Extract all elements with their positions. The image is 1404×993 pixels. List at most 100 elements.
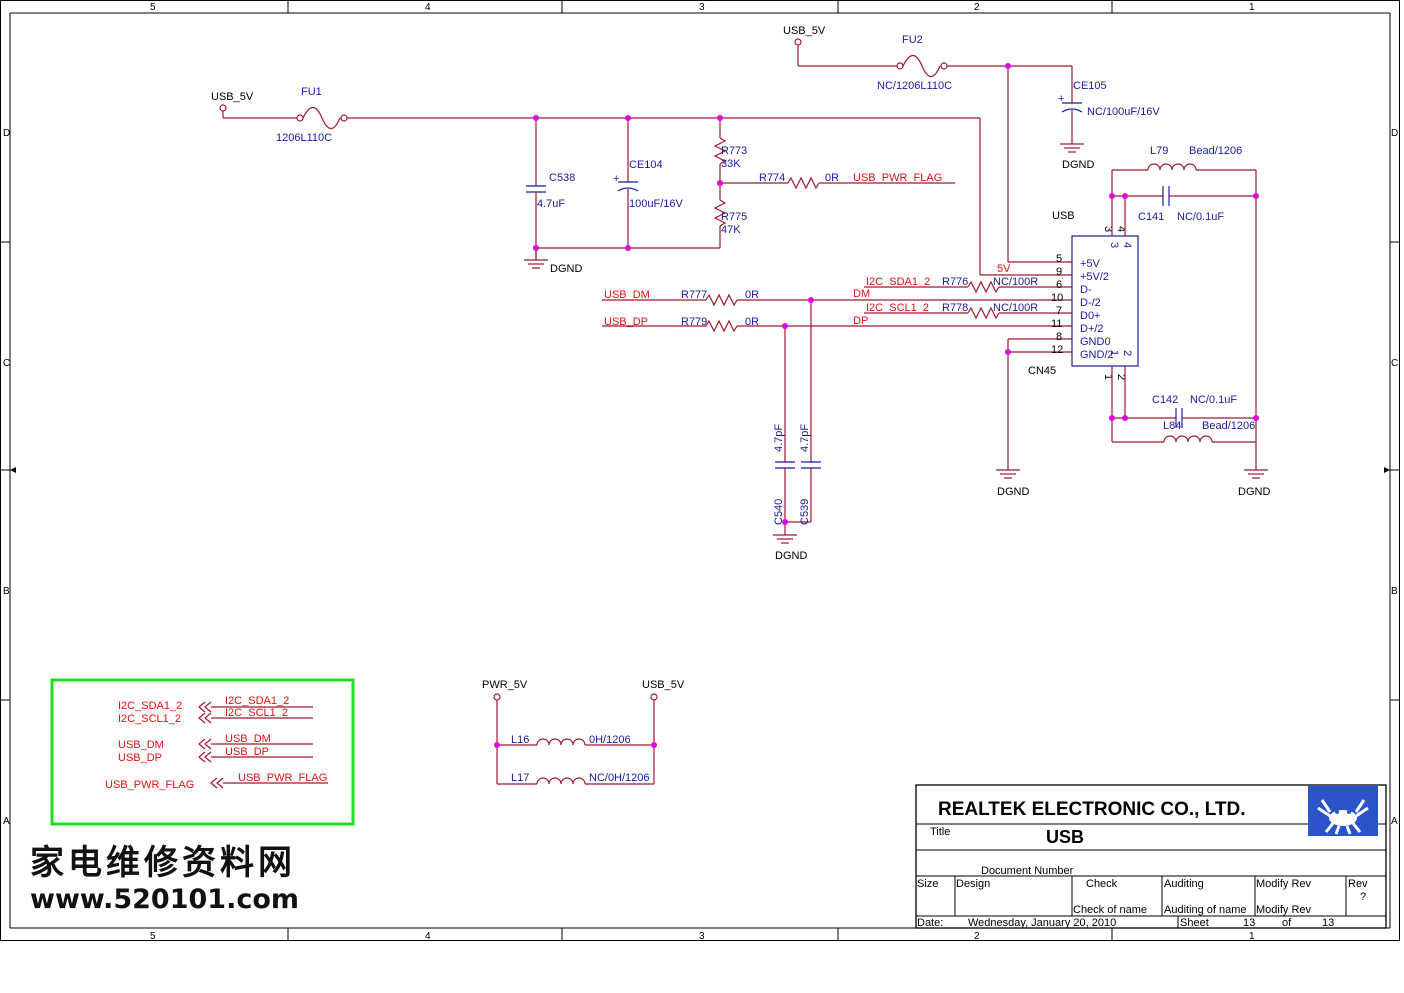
part-ref: FU1 xyxy=(301,86,322,98)
connector-name: USB xyxy=(1052,210,1075,222)
part-ref: L79 xyxy=(1150,145,1168,157)
junction-dot xyxy=(1122,415,1128,421)
part-value: 0R xyxy=(745,289,759,301)
pin-number: 2 xyxy=(1115,374,1127,380)
net-label: I2C_SCL1_2 xyxy=(866,302,929,314)
part-value: Bead/1206 xyxy=(1202,420,1255,432)
pin-number: 12 xyxy=(1051,344,1063,356)
part-value: NC/0H/1206 xyxy=(589,772,650,784)
junction-dot xyxy=(1253,415,1259,421)
connector-ref: CN45 xyxy=(1028,365,1056,377)
pin-name: D-/2 xyxy=(1080,297,1101,309)
date-value: Wednesday, January 20, 2010 xyxy=(968,917,1116,929)
junction-dot xyxy=(782,323,788,329)
power-port-circle xyxy=(219,104,227,112)
watermark-cn: 家电维修资料网 xyxy=(30,843,296,883)
shield-bottom-network: C142 NC/0.1uF L84 Bead/1206 DGND xyxy=(1111,366,1270,498)
part-ref: R778 xyxy=(942,302,968,314)
net-label: USB_PWR_FLAG xyxy=(853,172,942,184)
net-label: USB_DP xyxy=(604,316,648,328)
pin-name: D+/2 xyxy=(1080,323,1104,335)
pin-number: 5 xyxy=(1056,253,1062,265)
polarity-plus: + xyxy=(613,173,619,185)
part-value: 0R xyxy=(825,172,839,184)
part-value: 1206L110C xyxy=(276,132,332,144)
part-ref: C538 xyxy=(549,172,575,184)
design-label: Design xyxy=(956,878,990,890)
col-label: 3 xyxy=(699,931,705,942)
power-label: PWR_5V xyxy=(482,679,528,691)
legend-net: USB_DP xyxy=(225,746,269,758)
junction-dot xyxy=(1253,193,1259,199)
part-ref: C142 xyxy=(1152,394,1178,406)
part-value: 4.7uF xyxy=(537,198,565,210)
junction-dot xyxy=(625,245,631,251)
part-value: NC/100R xyxy=(993,276,1038,288)
col-label: 2 xyxy=(974,931,980,942)
pin-number: 9 xyxy=(1056,266,1062,278)
realtek-logo xyxy=(1308,786,1378,836)
rev-value: ? xyxy=(1360,891,1366,903)
part-ref: R779 xyxy=(681,316,707,328)
fuse-fu1-section: USB_5V FU1 1206L110C xyxy=(211,86,980,144)
pin-number: 11 xyxy=(1051,318,1062,330)
col-label: 5 xyxy=(150,2,156,13)
modify-rev-2: Modify Rev xyxy=(1256,904,1312,916)
power-label: USB_5V xyxy=(211,91,254,103)
power-label: USB_5V xyxy=(642,679,685,691)
part-ref: R773 xyxy=(721,145,747,157)
ground-symbol: DGND xyxy=(524,248,582,275)
part-value: 47K xyxy=(721,224,741,236)
net-label: USB_DM xyxy=(604,289,650,301)
fuse-symbol xyxy=(302,106,341,130)
part-value: 100uF/16V xyxy=(629,198,683,210)
part-value: 4.7pF xyxy=(799,424,811,452)
part-ref: R776 xyxy=(942,276,968,288)
net-label: DM xyxy=(853,288,870,300)
junction-dot xyxy=(651,742,657,748)
part-ref: C540 xyxy=(773,499,785,525)
pin-number: 7 xyxy=(1056,305,1062,317)
doc-number-label: Document Number xyxy=(981,865,1074,877)
part-value: NC/100R xyxy=(993,302,1038,314)
ground-label: DGND xyxy=(997,486,1029,498)
pin-name: D- xyxy=(1080,284,1092,296)
legend-net: I2C_SCL1_2 xyxy=(118,713,181,725)
pin-name: +5V xyxy=(1080,258,1101,270)
legend-net: USB_DP xyxy=(118,752,162,764)
row-label: B xyxy=(3,586,10,597)
resistor-r773-r775: R773 33K R775 47K xyxy=(536,118,747,249)
power-jumper-section: PWR_5V USB_5V L16 0H/1206 L17 NC/0H/1206 xyxy=(482,679,685,785)
title-label: Title xyxy=(930,826,950,838)
col-label: 4 xyxy=(425,2,431,13)
legend-net: I2C_SDA1_2 xyxy=(118,700,182,712)
part-ref: C141 xyxy=(1138,211,1164,223)
row-label: A xyxy=(3,816,10,827)
col-label: 4 xyxy=(425,931,431,942)
pin-name: GND0 xyxy=(1080,336,1111,348)
part-value: NC/100uF/16V xyxy=(1087,106,1160,118)
legend-net: USB_DM xyxy=(118,739,164,751)
capacitor-ce104: + CE104 100uF/16V xyxy=(613,118,683,248)
svg-text:+: + xyxy=(1058,93,1064,105)
pin-name: 1 xyxy=(1108,350,1120,356)
i2c-resistor-section: I2C_SDA1_2 I2C_SCL1_2 R776 NC/100R R778 … xyxy=(864,263,1072,320)
auditing-label: Auditing xyxy=(1164,878,1204,890)
pin-name: 4 xyxy=(1121,242,1133,248)
pin-number: 10 xyxy=(1051,292,1063,304)
part-ref: L17 xyxy=(511,772,529,784)
row-label: B xyxy=(1391,586,1398,597)
auditing-of-name: Auditing of name xyxy=(1164,904,1247,916)
ground-label: DGND xyxy=(1062,159,1094,171)
usb-connector-cn45: USB CN45 5 9 6 10 7 11 8 12 +5V +5V/2 D-… xyxy=(1028,210,1139,380)
ground-label: DGND xyxy=(550,263,582,275)
part-value: 33K xyxy=(721,158,741,170)
col-label: 1 xyxy=(1249,2,1255,13)
part-value: 0H/1206 xyxy=(589,734,631,746)
pin-name: 2 xyxy=(1121,350,1133,356)
junction-dot xyxy=(1122,193,1128,199)
part-ref: CE104 xyxy=(629,159,663,171)
modify-rev-label: Modify Rev xyxy=(1256,878,1312,890)
junction-dot xyxy=(494,742,500,748)
pin-number: 6 xyxy=(1056,279,1062,291)
